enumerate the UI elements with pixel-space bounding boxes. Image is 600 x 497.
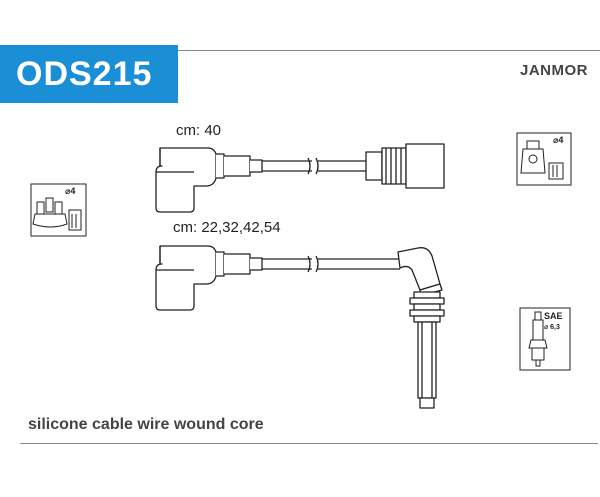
coil-diameter-label: ⌀4	[553, 135, 564, 145]
cable-2-length-label: cm: 22,32,42,54	[173, 219, 281, 236]
footer-divider	[20, 443, 598, 444]
cable-1-length-label: cm: 40	[176, 122, 222, 139]
cable-2	[155, 245, 445, 409]
product-code: ODS215	[16, 54, 153, 93]
spark-plug-diameter-label: ⌀ 6,3	[544, 324, 560, 331]
product-description: silicone cable wire wound core	[28, 416, 264, 433]
spark-plug-type-label: SAE	[544, 311, 563, 321]
spark-plug-icon	[519, 307, 571, 371]
distributor-diameter-label: ⌀4	[65, 186, 76, 196]
cable-1	[155, 143, 445, 213]
ignition-coil-icon	[516, 132, 572, 186]
header-divider	[178, 50, 600, 51]
distributor-icon	[30, 183, 87, 237]
product-code-badge: ODS215	[0, 45, 178, 103]
brand-name: JANMOR	[519, 62, 588, 79]
